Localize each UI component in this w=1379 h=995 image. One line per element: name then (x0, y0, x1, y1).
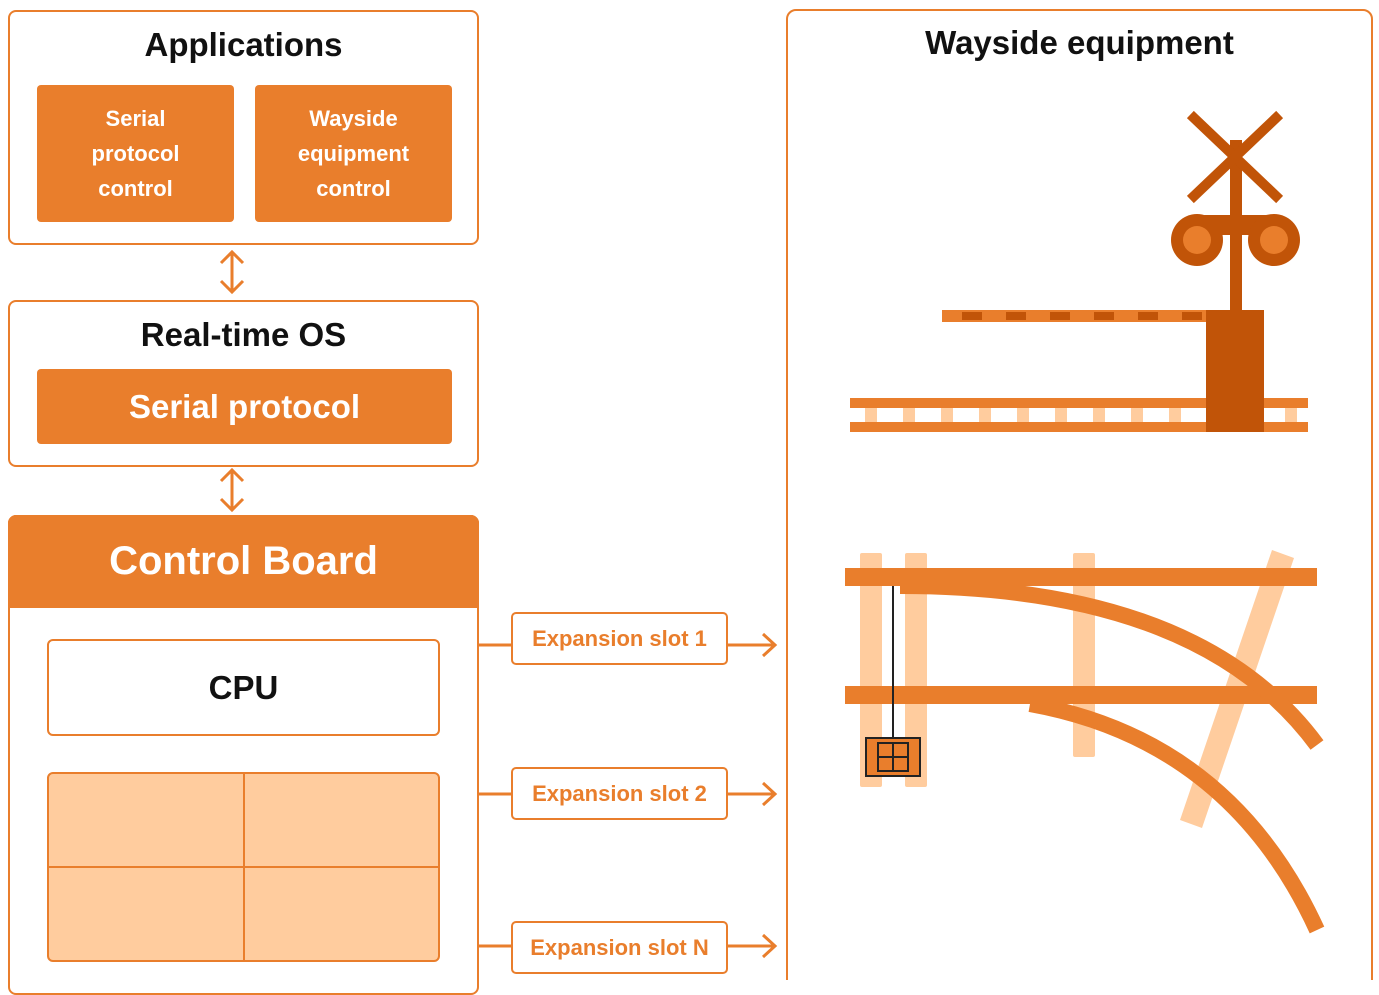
wayside-equipment-control-box: Wayside equipment control (255, 85, 452, 222)
slot2-arrowhead (761, 781, 778, 807)
serial-protocol-control-box: Serial protocol control (37, 85, 234, 222)
expansion-slot-1-label: Expansion slot 1 (532, 625, 707, 651)
control-board-title: Control Board (109, 539, 378, 583)
control-board-header: Control Board (8, 515, 479, 608)
serial-protocol-label: Serial protocol (128, 387, 361, 425)
expansion-slot-n-label: Expansion slot N (530, 934, 709, 960)
expansion-slot-n: Expansion slot N (511, 921, 728, 974)
wayside-panel (786, 9, 1373, 980)
railway-switch-icon (845, 550, 1325, 934)
serial-protocol-box: Serial protocol (37, 369, 452, 444)
arrow-apps-rtos (219, 249, 245, 295)
slot1-arrowhead (761, 632, 778, 658)
level-crossing-icon (850, 110, 1308, 432)
wayside-title: Wayside equipment (925, 24, 1234, 61)
wayside-equipment-control-label: Wayside equipment control (297, 106, 410, 201)
expansion-slot-2: Expansion slot 2 (511, 767, 728, 820)
expansion-slot-2-label: Expansion slot 2 (532, 780, 707, 806)
arrow-rtos-board (219, 467, 245, 513)
slotn-arrowhead (761, 933, 778, 959)
control-board-box: Control Board CPU (8, 515, 479, 995)
applications-title: Applications (144, 26, 343, 63)
expansion-slot-1: Expansion slot 1 (511, 612, 728, 665)
memory-grid (47, 772, 440, 962)
serial-protocol-control-label: Serial protocol control (91, 106, 180, 201)
applications-box: Applications Serial protocol control Way… (8, 10, 479, 245)
cpu-box: CPU (47, 639, 440, 736)
rtos-title: Real-time OS (140, 316, 347, 353)
grid-divider-horizontal (49, 866, 438, 868)
rtos-box: Real-time OS Serial protocol (8, 300, 479, 467)
cpu-label: CPU (208, 668, 279, 706)
